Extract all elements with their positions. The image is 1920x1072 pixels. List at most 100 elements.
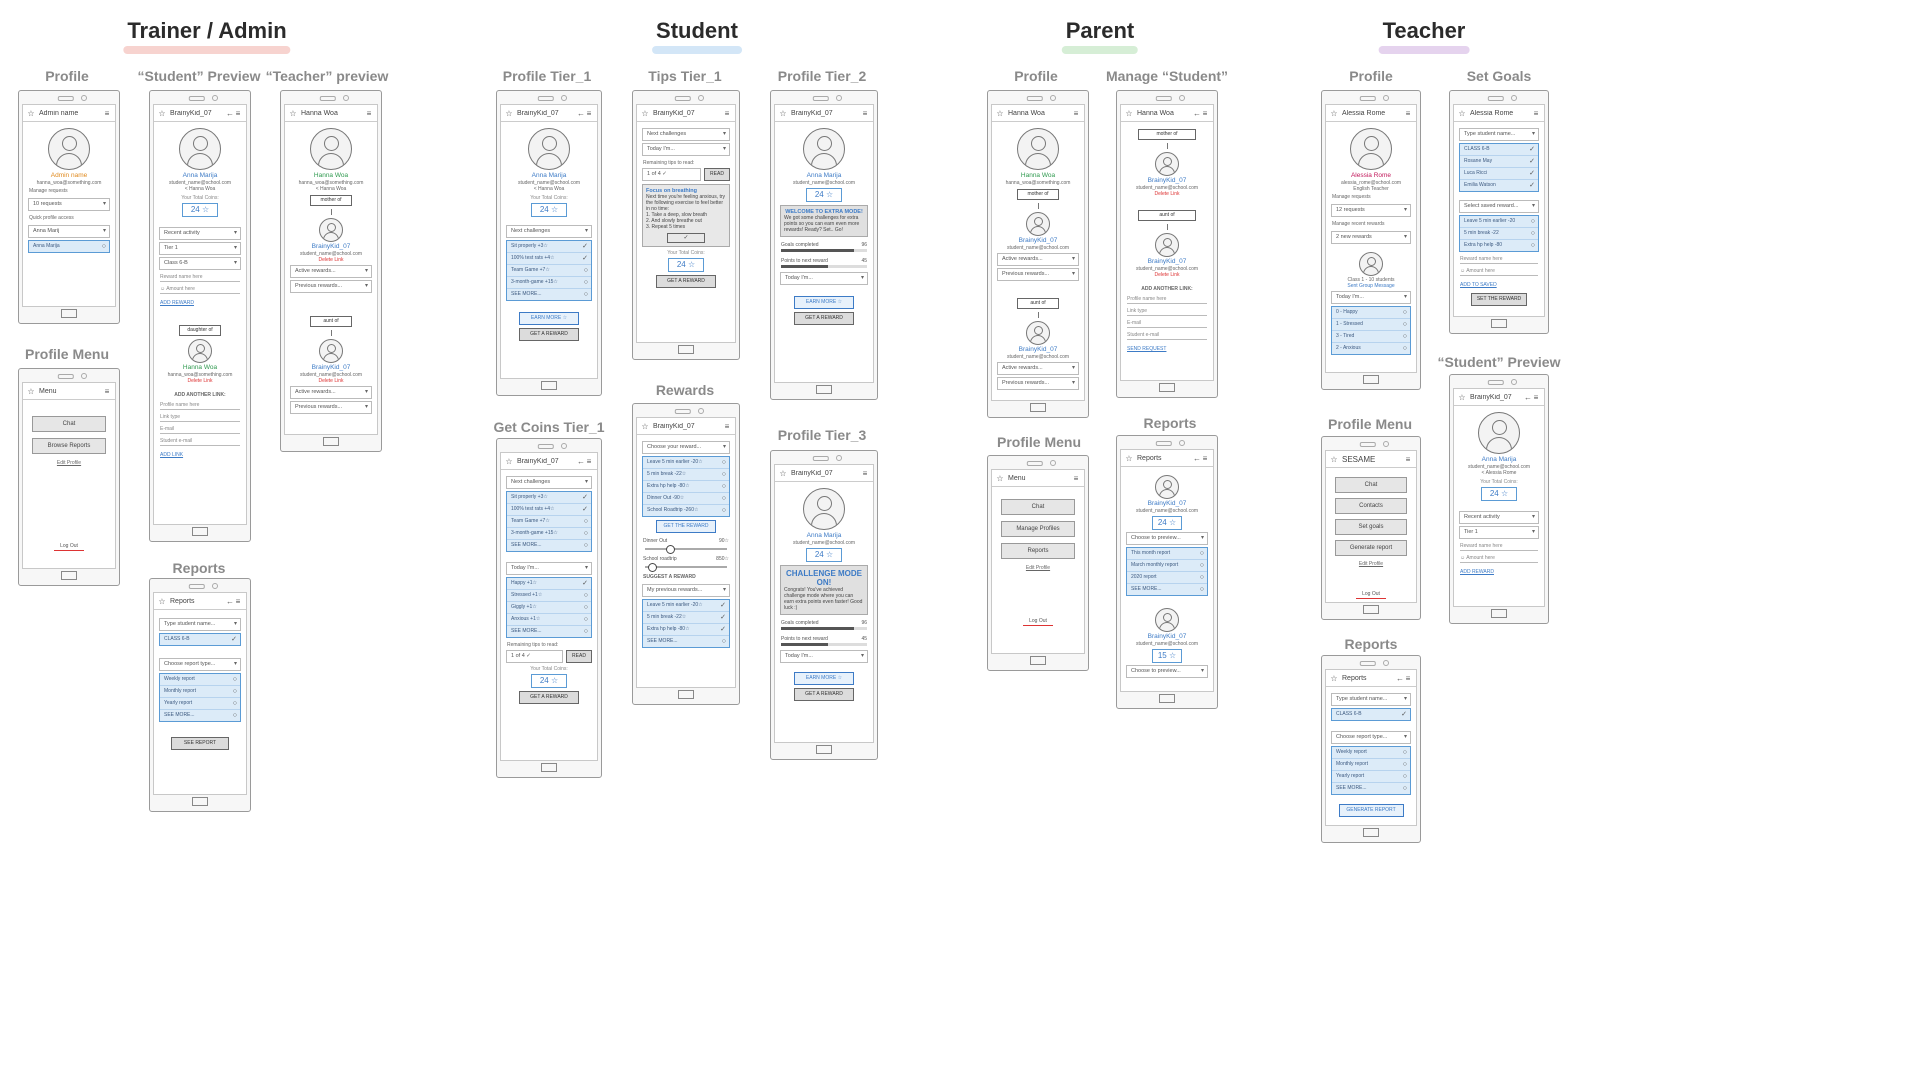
today-dropdown[interactable]: Today I'm... <box>1331 291 1411 304</box>
list-item[interactable]: Leave 5 min earlier -20☆ <box>643 457 729 469</box>
class-dropdown[interactable]: Class 6-B <box>159 257 241 270</box>
requests-dropdown[interactable]: 12 requests <box>1331 204 1411 217</box>
menu-icon[interactable]: ≡ <box>366 108 372 118</box>
next-challenges-dropdown[interactable]: Next challenges <box>642 128 730 141</box>
list-item[interactable]: Anna Marija <box>29 241 109 252</box>
reward-slider[interactable] <box>645 545 727 554</box>
reward-slider[interactable] <box>645 563 727 572</box>
list-item[interactable]: Yearly report <box>1332 771 1410 783</box>
chat-button[interactable]: Chat <box>32 416 106 432</box>
tier-dropdown[interactable]: Tier 1 <box>159 242 241 255</box>
list-item[interactable]: CLASS 6-B <box>160 634 240 645</box>
list-item[interactable]: Extra hp help -80☆ <box>643 481 729 493</box>
list-item[interactable]: Team Game +7☆ <box>507 265 591 277</box>
list-item[interactable]: 3 - Tired <box>1332 331 1410 343</box>
report-type-dropdown[interactable]: Choose report type... <box>159 658 241 671</box>
tier-dropdown[interactable]: Tier 1 <box>1459 526 1539 539</box>
contacts-button[interactable]: Contacts <box>1334 498 1408 514</box>
list-item[interactable]: 3-month-game +15☆ <box>507 528 591 540</box>
logout-link[interactable]: Log Out <box>23 543 115 552</box>
home-button[interactable] <box>678 345 694 354</box>
home-button[interactable] <box>1363 605 1379 614</box>
active-rewards-dropdown[interactable]: Active rewards... <box>290 265 372 278</box>
group-message-link[interactable]: Sent Group Message <box>1347 283 1395 289</box>
list-item[interactable]: Team Game +7☆ <box>507 516 591 528</box>
menu-icon[interactable]: ≡ <box>235 108 241 118</box>
add-to-saved-link[interactable]: ADD TO SAVED <box>1460 282 1497 288</box>
list-item[interactable]: Sit properly +3☆ <box>507 492 591 504</box>
list-item[interactable]: Yearly report <box>160 698 240 710</box>
reports-button[interactable]: Reports <box>1001 543 1075 559</box>
list-item[interactable]: 2 - Anxious <box>1332 343 1410 354</box>
reward-dropdown[interactable]: Choose your reward... <box>642 441 730 454</box>
add-link-button[interactable]: ADD LINK <box>160 452 184 458</box>
list-item[interactable]: 5 min break -22 <box>1460 228 1538 240</box>
list-item[interactable]: 2020 report <box>1127 572 1207 584</box>
home-button[interactable] <box>1159 383 1175 392</box>
saved-reward-dropdown[interactable]: Select saved reward... <box>1459 200 1539 213</box>
list-item[interactable]: Extra hp help -80 <box>1460 240 1538 251</box>
home-button[interactable] <box>1030 403 1046 412</box>
list-item[interactable]: SEE MORE... <box>507 540 591 551</box>
add-reward-link[interactable]: ADD REWARD <box>160 300 194 306</box>
list-item[interactable]: Monthly report <box>160 686 240 698</box>
get-reward-button[interactable]: GET A REWARD <box>519 691 579 704</box>
list-item[interactable]: 5 min break -22☆ <box>643 612 729 624</box>
next-challenges-dropdown[interactable]: Next challenges <box>506 476 592 489</box>
student-search[interactable]: Type student name... <box>159 618 241 631</box>
student-search[interactable]: Type student name... <box>1459 128 1539 141</box>
today-dropdown[interactable]: Today I'm... <box>642 143 730 156</box>
read-button[interactable]: READ <box>566 650 592 663</box>
set-reward-button[interactable]: SET THE REWARD <box>1471 293 1527 306</box>
see-report-button[interactable]: SEE REPORT <box>171 737 229 750</box>
get-the-reward-button[interactable]: GET THE REWARD <box>655 520 717 533</box>
home-button[interactable] <box>678 690 694 699</box>
home-button[interactable] <box>816 385 832 394</box>
home-button[interactable] <box>541 763 557 772</box>
list-item[interactable]: 1 - Stressed <box>1332 319 1410 331</box>
list-item[interactable]: Weekly report <box>160 674 240 686</box>
today-dropdown[interactable]: Today I'm... <box>780 650 868 663</box>
delete-link[interactable]: Delete Link <box>1154 272 1180 278</box>
relation-dropdown[interactable]: mother of <box>1138 129 1196 140</box>
chat-button[interactable]: Chat <box>1001 499 1075 515</box>
home-button[interactable] <box>61 309 77 318</box>
list-item[interactable]: Dinner Out -90☆ <box>643 493 729 505</box>
get-reward-button[interactable]: GET A REWARD <box>793 312 855 325</box>
list-item[interactable]: Leave 5 min earlier -20 <box>1460 216 1538 228</box>
rewards-dropdown[interactable]: 2 new rewards <box>1331 231 1411 244</box>
read-button[interactable]: READ <box>704 168 730 181</box>
today-dropdown[interactable]: Today I'm... <box>780 272 868 285</box>
list-item[interactable]: Rosane May <box>1460 156 1538 168</box>
recent-activity-dropdown[interactable]: Recent activity <box>159 227 241 240</box>
previous-rewards-dropdown[interactable]: Previous rewards... <box>290 401 372 414</box>
home-button[interactable] <box>1363 375 1379 384</box>
home-button[interactable] <box>1030 656 1046 665</box>
home-button[interactable] <box>1363 828 1379 837</box>
home-button[interactable] <box>323 437 339 446</box>
report-type-dropdown[interactable]: Choose report type... <box>1331 731 1411 744</box>
previous-rewards-dropdown[interactable]: Previous rewards... <box>290 280 372 293</box>
delete-link[interactable]: Delete Link <box>187 378 213 384</box>
list-item[interactable]: Stressed +1☆ <box>507 590 591 602</box>
list-item[interactable]: Happy +1☆ <box>507 578 591 590</box>
get-reward-button[interactable]: GET A REWARD <box>655 275 717 288</box>
home-button[interactable] <box>1491 609 1507 618</box>
list-item[interactable]: 100% test rats +4☆ <box>507 253 591 265</box>
list-item[interactable]: Extra hp help -80☆ <box>643 624 729 636</box>
home-button[interactable] <box>192 527 208 536</box>
home-button[interactable] <box>541 381 557 390</box>
today-dropdown[interactable]: Today I'm... <box>506 562 592 575</box>
generate-report-button[interactable]: Generate report <box>1334 540 1408 556</box>
logout-link[interactable]: Log Out <box>992 618 1084 627</box>
delete-link[interactable]: Delete Link <box>318 257 344 263</box>
edit-profile-link[interactable]: Edit Profile <box>1358 561 1384 567</box>
back-arrow-icon[interactable]: ← <box>226 108 234 118</box>
list-item[interactable]: 0 - Happy <box>1332 307 1410 319</box>
list-item[interactable]: SEE MORE... <box>160 710 240 721</box>
previous-rewards-dropdown[interactable]: Previous rewards... <box>997 268 1079 281</box>
delete-link[interactable]: Delete Link <box>1154 191 1180 197</box>
list-item[interactable]: Luca Ricci <box>1460 168 1538 180</box>
previous-rewards-dropdown[interactable]: Previous rewards... <box>997 377 1079 390</box>
check-icon[interactable]: ✓ <box>667 233 705 243</box>
